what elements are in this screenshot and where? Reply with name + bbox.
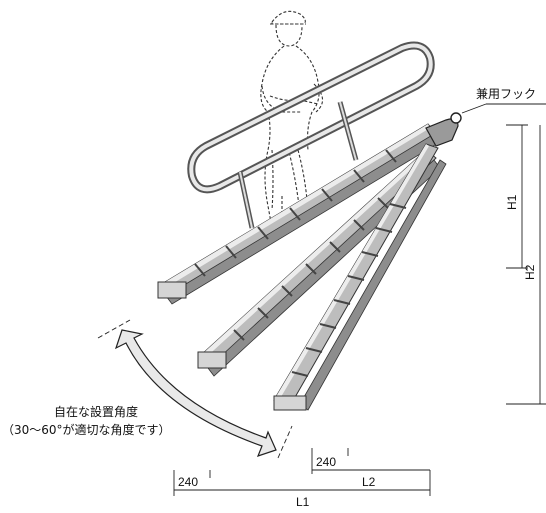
h1-label: H1	[505, 194, 519, 210]
h2-label: H2	[523, 264, 537, 280]
height-dimensions	[506, 124, 546, 405]
ladder-steep	[273, 143, 447, 411]
shared-hook	[425, 112, 462, 147]
l1-label: L1	[296, 495, 310, 509]
ladder-middle	[197, 149, 441, 377]
hook-label: 兼用フック	[476, 87, 536, 101]
angle-note-line2: （30～60°が適切な角度です）	[2, 422, 171, 437]
angle-indicator	[97, 319, 293, 459]
width-label-bottom: 240	[178, 475, 198, 489]
l2-label: L2	[362, 475, 376, 489]
handrail	[187, 41, 435, 229]
angle-note-line1: 自在な設置角度	[54, 404, 138, 419]
hook-callout: 兼用フック	[461, 87, 546, 114]
double-arrow-icon	[114, 329, 277, 457]
width-label-top: 240	[316, 455, 336, 469]
length-dimensions	[173, 448, 431, 496]
